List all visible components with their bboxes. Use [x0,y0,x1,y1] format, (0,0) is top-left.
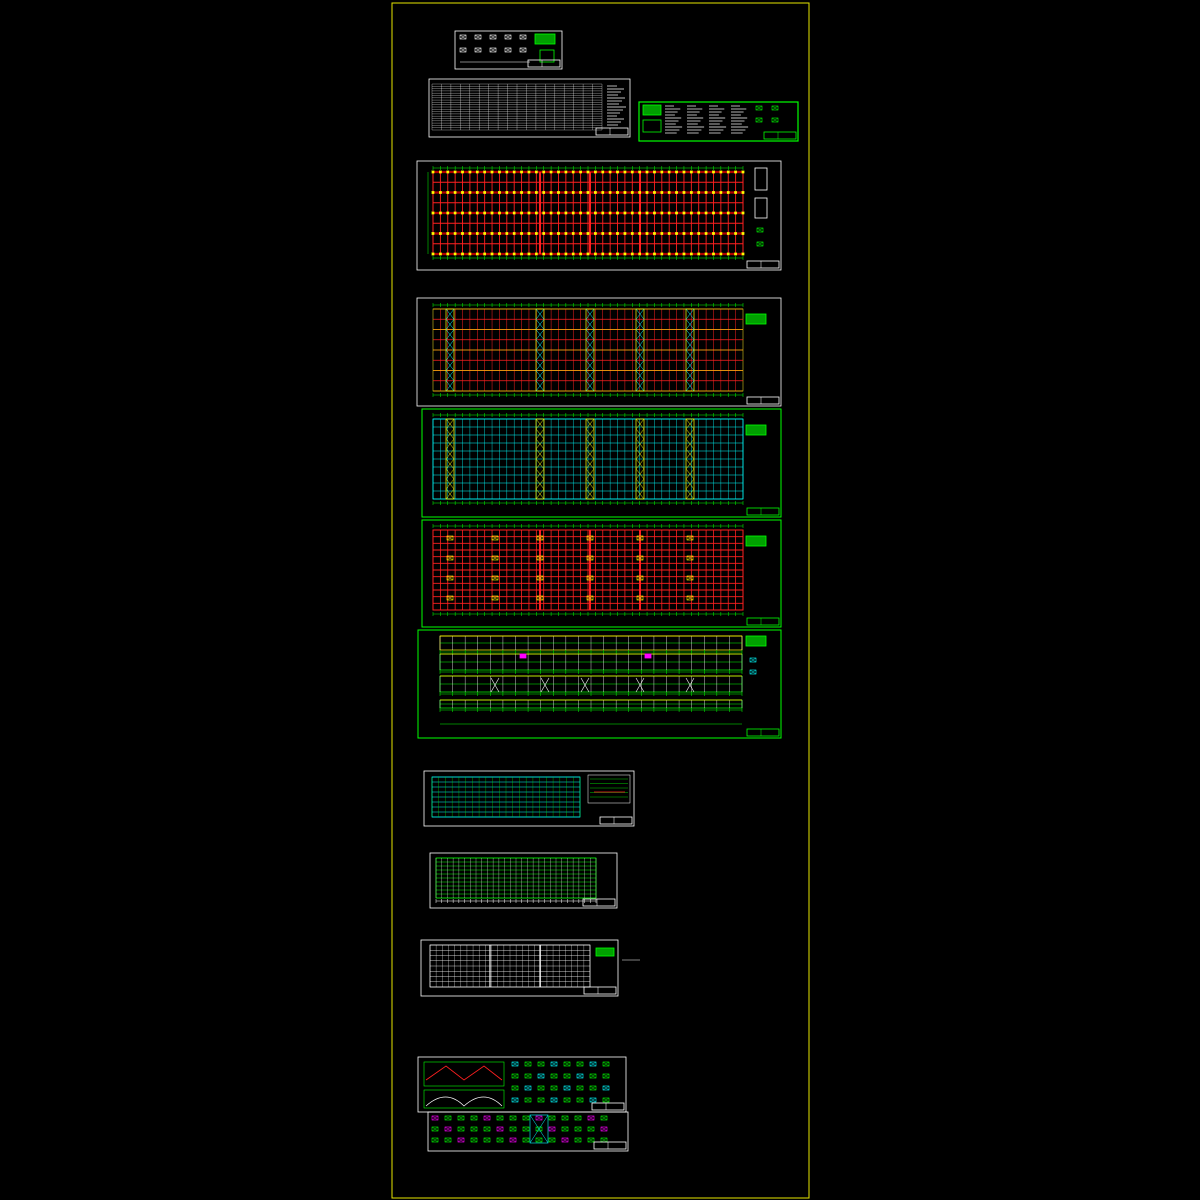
sheet-roof-purlin-plan[interactable] [421,519,782,628]
sheet-foundation-plan[interactable] [416,160,782,271]
sheet-cover-details[interactable] [454,30,563,70]
sheet-node-details-2[interactable] [427,1111,629,1152]
sheet-node-details-1[interactable] [417,1056,627,1113]
sheet-gable-frame-plan[interactable] [420,939,640,997]
sheet-elevations[interactable] [417,629,782,739]
sheet-roof-panel-plan[interactable] [429,852,618,909]
sheet-column-layout-plan[interactable] [416,297,782,407]
sheet-wall-purlin-plan[interactable] [423,770,635,827]
sheet-roof-bracing-plan[interactable] [421,408,782,518]
drawing-outer-frame [391,2,810,1199]
sheet-drawing-index-table[interactable] [428,78,631,138]
sheet-design-notes[interactable] [638,101,799,142]
